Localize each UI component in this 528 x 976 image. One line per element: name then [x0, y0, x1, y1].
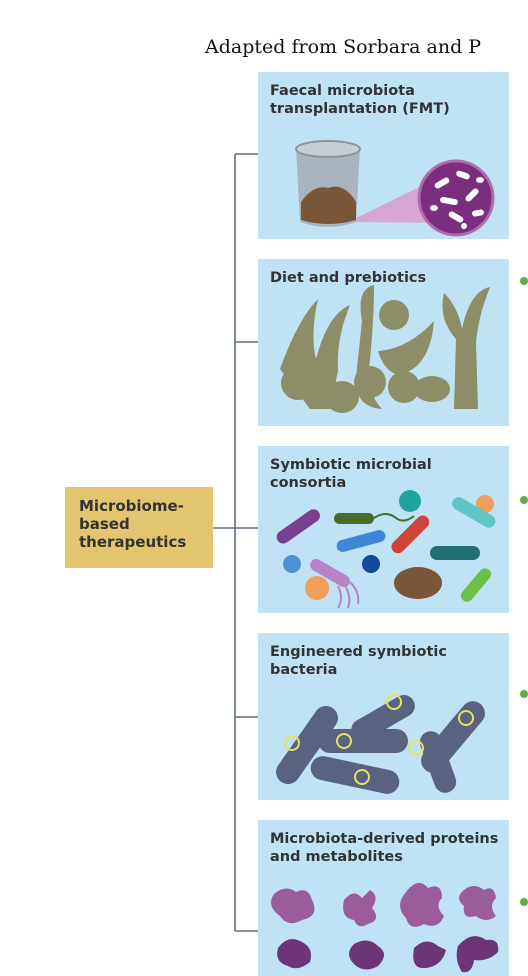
panel-title-diet: Diet and prebiotics [270, 270, 427, 286]
jar-and-microbes-icon [295, 140, 495, 237]
bullet-marker [520, 690, 528, 698]
panel-title-engineered: Engineered symbiotic bacteria [270, 644, 447, 678]
bullet-marker [520, 277, 528, 285]
panel-title-fmt: Faecal microbiota transplantation (FMT) [270, 83, 450, 117]
source-caption: Adapted from Sorbara and P [205, 36, 482, 58]
panel-fmt: Faecal microbiota transplantation (FMT) [258, 72, 509, 239]
bullet-marker [520, 496, 528, 504]
panel-engineered: Engineered symbiotic bacteria [258, 633, 509, 800]
panel-title-proteins: Microbiota-derived proteins and metaboli… [270, 831, 499, 865]
panel-diet: Diet and prebiotics [258, 259, 509, 426]
panel-proteins: Microbiota-derived proteins and metaboli… [258, 820, 509, 976]
bullet-marker [520, 898, 528, 906]
panel-consortia: Symbiotic microbial consortia [258, 446, 509, 613]
bacteria-mix-icon [276, 490, 496, 609]
protein-blobs-icon [271, 882, 499, 973]
plant-foods-icon [280, 285, 490, 413]
root-label: Microbiome-based therapeutics [79, 497, 187, 551]
root-node: Microbiome-based therapeutics [65, 487, 213, 568]
engineered-bacteria-icon [276, 694, 485, 794]
panel-title-consortia: Symbiotic microbial consortia [270, 457, 432, 491]
